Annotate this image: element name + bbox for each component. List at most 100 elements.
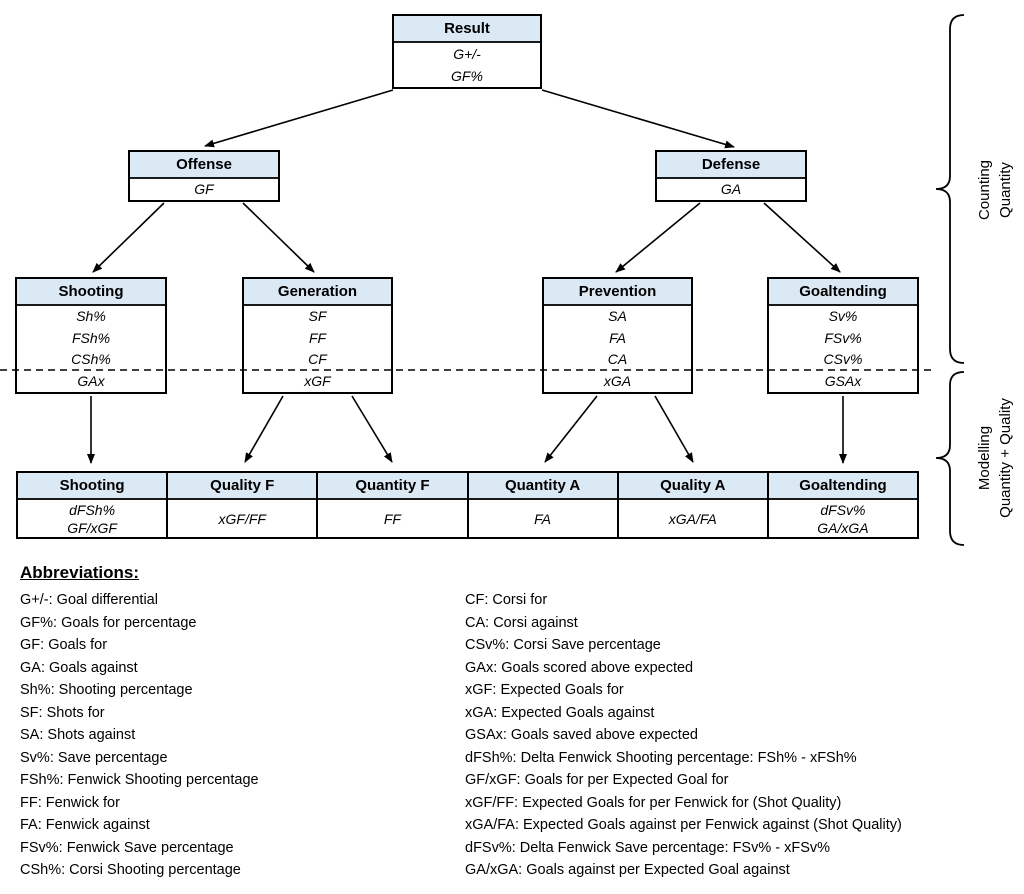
- side-label-line: Quantity + Quality: [997, 398, 1014, 518]
- column-values: dFSv% GA/xGA: [769, 500, 917, 537]
- node-generation-body: SF FF CF xGF: [244, 306, 391, 392]
- abbreviation-item: SF: Shots for: [20, 704, 105, 721]
- metric: xGF: [304, 372, 331, 389]
- metric: FA: [534, 510, 552, 527]
- abbreviation-item: dFSh%: Delta Fenwick Shooting percentage…: [465, 749, 857, 766]
- node-goaltending-title: Goaltending: [769, 279, 917, 306]
- arrow-generation-quality-f: [244, 395, 284, 463]
- metric: dFSh%: [69, 501, 116, 518]
- metric: Sh%: [76, 308, 106, 324]
- arrow-result-defense: [541, 89, 735, 149]
- node-defense: Defense GA: [655, 150, 807, 202]
- abbreviation-item: GF%: Goals for percentage: [20, 614, 197, 631]
- metric: GF/xGF: [67, 519, 117, 536]
- column-header: Goaltending: [768, 473, 918, 500]
- node-prevention-body: SA FA CA xGA: [544, 306, 691, 392]
- node-defense-body: GA: [657, 179, 805, 200]
- abbreviation-item: CA: Corsi against: [465, 614, 578, 631]
- arrow-defense-prevention: [615, 202, 701, 273]
- node-offense: Offense GF: [128, 150, 280, 202]
- arrow-prevention-quantity-a: [544, 395, 598, 463]
- table-cell-shooting: Shooting dFSh% GF/xGF: [18, 473, 167, 537]
- brace-counting: [935, 14, 965, 364]
- abbreviation-item: GAx: Goals scored above expected: [465, 659, 694, 676]
- abbreviation-item: GSAx: Goals saved above expected: [465, 727, 698, 743]
- column-values: dFSh% GF/xGF: [18, 500, 166, 537]
- metric: GSAx: [824, 372, 862, 389]
- abbreviation-item: GA/xGA: Goals against per Expected Goal …: [465, 862, 790, 878]
- column-values: FF: [318, 500, 466, 537]
- abbreviation-item: FF: Fenwick for: [20, 794, 120, 811]
- arrow-generation-quantity-f: [351, 395, 393, 463]
- node-generation: Generation SF FF CF xGF: [242, 277, 393, 394]
- side-label-line: Modelling: [976, 425, 993, 491]
- column-values: xGA/FA: [619, 500, 767, 537]
- abbreviation-item: GF: Goals for: [20, 637, 108, 653]
- metric: CSv%: [823, 351, 863, 367]
- metric: xGF/FF: [218, 510, 266, 527]
- abbreviations-heading: Abbreviations:: [20, 563, 140, 582]
- node-goaltending-body: Sv% FSv% CSv% GSAx: [769, 306, 917, 392]
- abbreviation-item: FSv%: Fenwick Save percentage: [20, 839, 234, 856]
- metric: SF: [308, 308, 327, 324]
- column-values: xGF/FF: [168, 500, 316, 537]
- metric: xGA: [603, 372, 632, 389]
- table-cell-goaltending: Goaltending dFSv% GA/xGA: [766, 473, 918, 537]
- arrow-prevention-quality-a: [654, 395, 694, 463]
- abbreviation-item: FSh%: Fenwick Shooting percentage: [20, 772, 259, 788]
- abbreviation-item: xGF/FF: Expected Goals for per Fenwick f…: [465, 794, 842, 811]
- node-defense-title: Defense: [657, 152, 805, 179]
- side-label-line: Counting: [976, 159, 993, 221]
- abbreviations-right-column: CF: Corsi for CA: Corsi against CSv%: Co…: [465, 589, 902, 882]
- table-cell-quantity-f: Quantity F FF: [316, 473, 467, 537]
- side-label-counting: Counting Quantity: [974, 115, 1016, 265]
- metric: FSh%: [71, 329, 111, 346]
- abbreviation-item: G+/-: Goal differential: [20, 592, 158, 608]
- node-shooting-body: Sh% FSh% CSh% GAx: [17, 306, 165, 392]
- abbreviation-item: xGF: Expected Goals for: [465, 682, 624, 698]
- metric: FF: [308, 329, 327, 346]
- node-offense-body: GF: [130, 179, 278, 200]
- abbreviation-item: dFSv%: Delta Fenwick Save percentage: FS…: [465, 839, 831, 856]
- node-prevention-title: Prevention: [544, 279, 691, 306]
- node-result: Result G+/- GF%: [392, 14, 542, 89]
- column-header: Quantity F: [318, 473, 467, 500]
- abbreviation-item: CSh%: Corsi Shooting percentage: [20, 862, 241, 878]
- abbreviation-item: Sv%: Save percentage: [20, 749, 168, 766]
- node-result-body: G+/- GF%: [394, 43, 540, 87]
- node-offense-title: Offense: [130, 152, 278, 179]
- node-generation-title: Generation: [244, 279, 391, 306]
- table-cell-quality-f: Quality F xGF/FF: [166, 473, 317, 537]
- side-label-modelling: Modelling Quantity + Quality: [974, 373, 1016, 543]
- arrow-offense-shooting: [92, 202, 165, 273]
- abbreviation-item: FA: Fenwick against: [20, 817, 150, 833]
- metric: Sv%: [828, 308, 858, 324]
- column-header: Shooting: [18, 473, 167, 500]
- bottom-metrics-table: Shooting dFSh% GF/xGF Quality F xGF/FF Q…: [16, 471, 919, 539]
- metric: FA: [609, 329, 626, 346]
- node-goaltending: Goaltending Sv% FSv% CSv% GSAx: [767, 277, 919, 394]
- node-result-title: Result: [394, 16, 540, 43]
- table-cell-quality-a: Quality A xGA/FA: [616, 473, 767, 537]
- column-header: Quality A: [618, 473, 767, 500]
- metric: GAx: [77, 372, 105, 389]
- metric: FSv%: [824, 329, 862, 346]
- metric: CSh%: [71, 351, 111, 367]
- metric: dFSv%: [820, 501, 866, 518]
- abbreviation-item: CSv%: Corsi Save percentage: [465, 637, 661, 653]
- node-prevention: Prevention SA FA CA xGA: [542, 277, 693, 394]
- metric: G+/-: [453, 46, 481, 62]
- node-shooting-title: Shooting: [17, 279, 165, 306]
- side-label-line: Quantity: [997, 162, 1014, 218]
- metric: GF: [194, 181, 214, 197]
- arrow-result-offense: [204, 89, 394, 148]
- abbreviation-item: CF: Corsi for: [465, 592, 548, 608]
- metric: FF: [383, 510, 401, 527]
- abbreviation-item: xGA/FA: Expected Goals against per Fenwi…: [465, 817, 902, 833]
- column-values: FA: [469, 500, 617, 537]
- arrow-defense-goaltending: [763, 202, 841, 273]
- metric: SA: [608, 308, 627, 324]
- node-shooting: Shooting Sh% FSh% CSh% GAx: [15, 277, 167, 394]
- metric: GA: [720, 181, 742, 197]
